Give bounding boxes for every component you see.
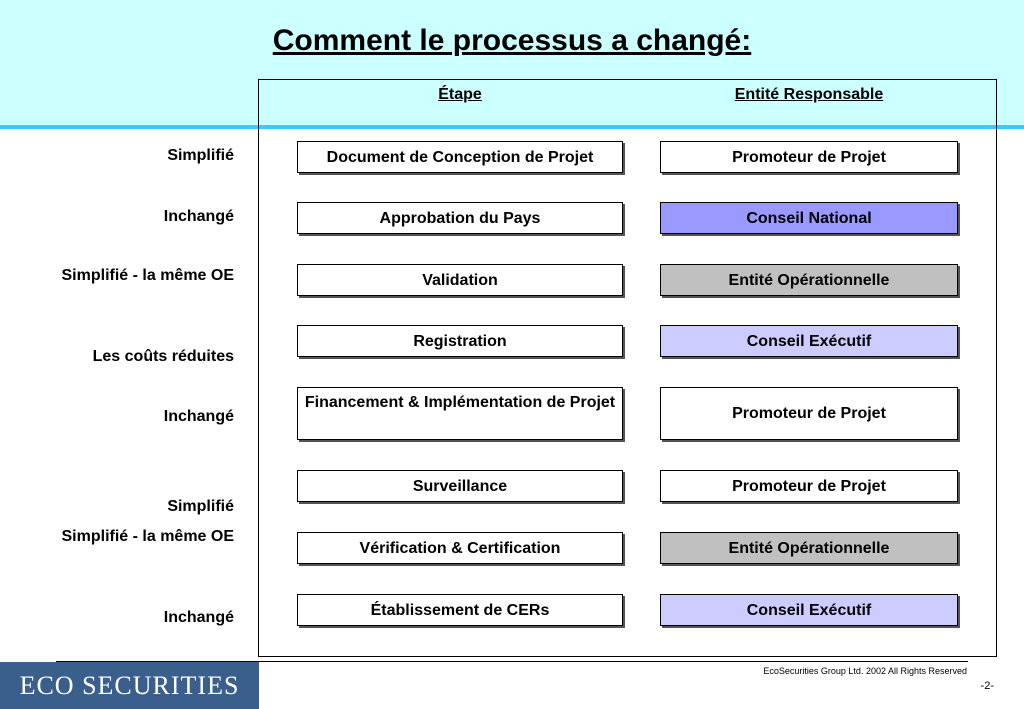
header-band [0, 0, 1024, 125]
row-label: Simplifié [167, 498, 234, 515]
entity-box: Entité Opérationnelle [660, 532, 958, 564]
entity-box: Conseil Exécutif [660, 594, 958, 626]
step-box: Vérification & Certification [297, 532, 623, 564]
process-table-frame [258, 79, 997, 657]
copyright-text: EcoSecurities Group Ltd. 2002 All Rights… [763, 666, 967, 676]
row-label: Simplifié - la même OE [61, 528, 235, 545]
entity-box: Conseil National [660, 202, 958, 234]
step-box: Financement & Implémentation de Projet [297, 387, 623, 440]
entity-box: Promoteur de Projet [660, 387, 958, 440]
entity-box: Conseil Exécutif [660, 325, 958, 357]
entity-box: Promoteur de Projet [660, 470, 958, 502]
row-label: Simplifié - la même OE [61, 267, 235, 284]
page-number: -2- [980, 680, 994, 692]
row-label: Inchangé [163, 408, 234, 425]
header-divider [0, 125, 1024, 129]
step-box: Validation [297, 264, 623, 296]
step-box: Registration [297, 325, 623, 357]
step-box: Approbation du Pays [297, 202, 623, 234]
column-header-step: Étape [438, 86, 482, 103]
row-label: Les coûts réduites [92, 348, 234, 365]
footer-divider [56, 661, 968, 662]
page-title: Comment le processus a changé: [272, 24, 752, 57]
ecosecurities-logo: ECO SECURITIES [0, 662, 259, 709]
step-box: Surveillance [297, 470, 623, 502]
column-header-entity: Entité Responsable [734, 86, 884, 103]
row-label: Simplifié [167, 147, 234, 164]
entity-box: Entité Opérationnelle [660, 264, 958, 296]
step-box: Document de Conception de Projet [297, 141, 623, 173]
step-box: Établissement de CERs [297, 594, 623, 626]
row-label: Inchangé [163, 609, 234, 626]
entity-box: Promoteur de Projet [660, 141, 958, 173]
row-label: Inchangé [163, 208, 234, 225]
